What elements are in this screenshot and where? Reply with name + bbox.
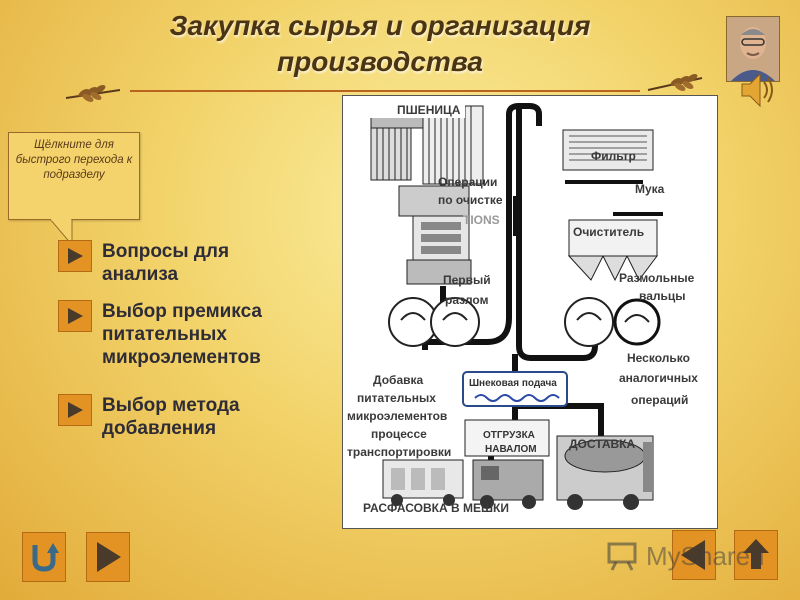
first-break-rollers (388, 297, 480, 347)
slide-title-line2: производства (277, 46, 483, 77)
label-filter: Фильтр (591, 149, 636, 163)
menu-item-addition-method[interactable]: Выбор метода добавления (58, 394, 322, 440)
play-triangle-icon[interactable] (58, 394, 92, 426)
milling-process-diagram: ПШЕНИЦА Операции по очистке TIONS (342, 95, 718, 529)
next-slide-button[interactable] (86, 532, 130, 582)
wheat-ear-left-icon (65, 85, 121, 102)
label-bulk-1: ОТГРУЗКА (483, 430, 535, 441)
label-delivery: ДОСТАВКА (569, 437, 635, 451)
label-bulk-2: НАВАЛОМ (485, 444, 537, 455)
filter-unit (562, 129, 654, 171)
label-first-break-2: разлом (445, 293, 489, 307)
label-add-2: питательных (357, 391, 436, 405)
label-flour: Мука (635, 182, 665, 196)
title-divider (130, 90, 640, 92)
label-several-2: аналогичных (619, 371, 698, 385)
speaker-icon[interactable] (734, 68, 778, 112)
label-roller-mills-2: вальцы (639, 289, 686, 303)
up-button[interactable] (734, 530, 778, 580)
menu-item-label[interactable]: Выбор метода добавления (102, 395, 240, 439)
bagging-unit (382, 459, 464, 506)
purifier-unit (567, 219, 658, 282)
slide-title-line1: Закупка сырья и организация (169, 10, 591, 41)
play-triangle-icon[interactable] (58, 240, 92, 272)
slide-title: Закупка сырья и организация производства (100, 8, 660, 80)
label-first-break-1: Первый (443, 273, 491, 287)
menu-item-premix-selection[interactable]: Выбор премикса питательных микроэлементо… (58, 300, 322, 369)
play-triangle-icon[interactable] (58, 300, 92, 332)
hint-callout: Щёлкните для быстрого перехода к подразд… (8, 132, 140, 220)
label-bagging: РАСФАСОВКА В МЕШКИ (363, 501, 509, 515)
label-screw-feed: Шнековая подача (469, 378, 557, 389)
label-add-3: микроэлементов (347, 409, 447, 423)
screw-feed-unit (462, 371, 568, 407)
presenter-photo (726, 16, 780, 82)
label-add-1: Добавка (373, 373, 423, 387)
previous-slide-button[interactable] (672, 530, 716, 580)
wheat-ear-right-icon (647, 74, 703, 91)
label-operations-faded: TIONS (463, 213, 500, 227)
label-cleaning-ops-1: Операции (438, 175, 497, 189)
bulk-loading-unit (464, 419, 550, 509)
label-cleaning-ops-2: по очистке (438, 193, 503, 207)
left-triangle-icon (681, 540, 705, 570)
cleaning-machines (398, 185, 472, 285)
label-purifier: Очиститель (573, 225, 644, 239)
watermark-text: MyShared (646, 540, 765, 571)
label-wheat: ПШЕНИЦА (397, 103, 461, 117)
presentation-board-icon (607, 542, 637, 571)
label-roller-mills-1: Размольные (619, 271, 695, 285)
return-arrow-icon (32, 543, 59, 572)
up-arrow-icon (743, 539, 769, 569)
label-add-4: процессе (371, 427, 427, 441)
wheat-silo (369, 104, 484, 185)
roller-mills (564, 297, 661, 347)
menu-item-analysis-questions[interactable]: Вопросы для анализа (58, 240, 322, 286)
hint-callout-text: Щёлкните для быстрого перехода к подразд… (15, 139, 133, 181)
label-several-1: Несколько (627, 351, 690, 365)
label-several-3: операций (631, 393, 688, 407)
label-add-5: транспортировки (347, 445, 451, 459)
menu-item-label[interactable]: Выбор премикса питательных микроэлементо… (102, 301, 262, 368)
delivery-truck (556, 435, 654, 510)
return-button[interactable] (22, 532, 66, 582)
watermark: MyShared (606, 538, 765, 574)
play-triangle-icon (97, 542, 121, 572)
callout-pointer (50, 219, 73, 245)
menu-item-label[interactable]: Вопросы для анализа (102, 241, 230, 285)
